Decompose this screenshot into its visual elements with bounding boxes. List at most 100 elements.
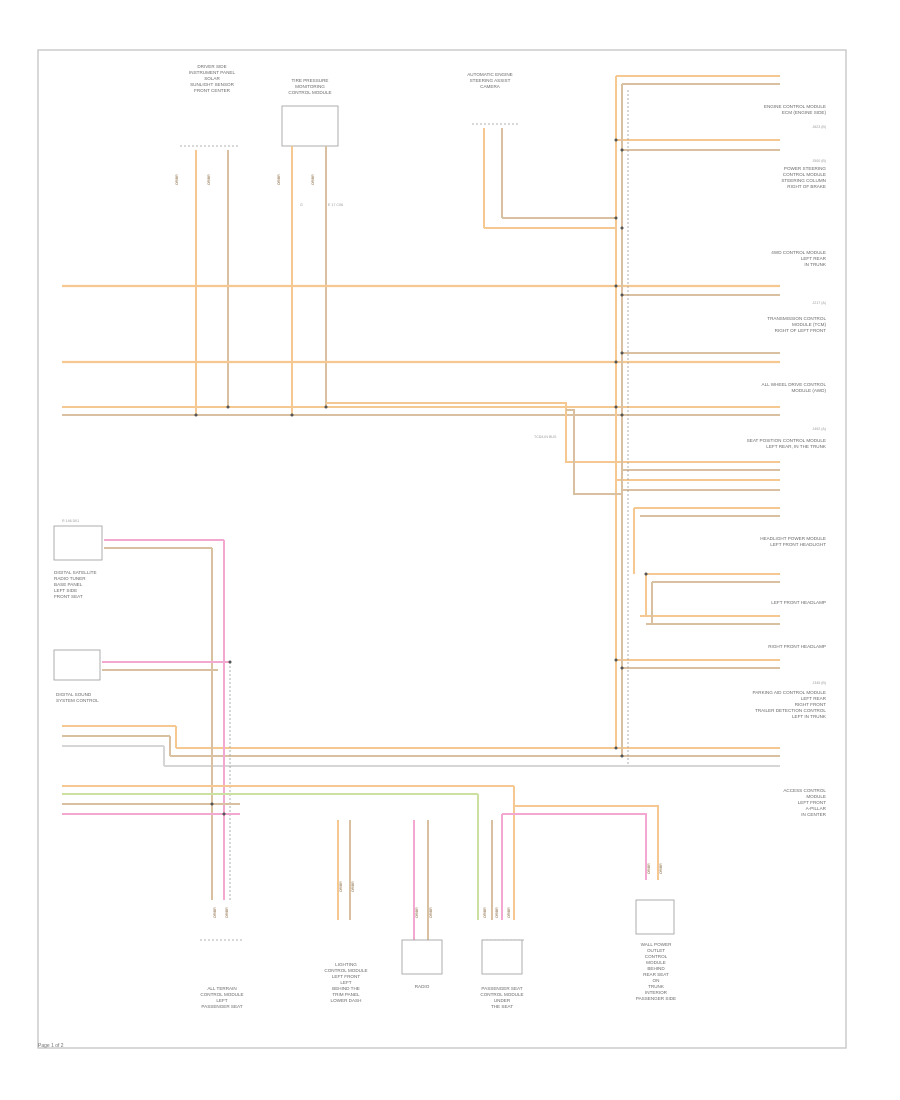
top-vertical-wires: OR/BR OR/BR OR/BR OR/BR G E 17 C06 xyxy=(175,128,616,415)
module-box xyxy=(401,939,443,975)
module-box xyxy=(53,649,101,681)
module-seat-position: SEAT POSITION CONTROL MODULE LEFT REAR, … xyxy=(747,438,827,449)
module-box xyxy=(635,899,675,935)
splice-label: TCD/LIN BUS xyxy=(534,435,557,439)
label-line: INTERIOR xyxy=(645,990,668,995)
module-headlight-power: HEADLIGHT POWER MODULE LEFT FRONT HEADLI… xyxy=(760,536,826,547)
module-box xyxy=(53,525,103,561)
label-line: RIGHT OF LEFT FRONT xyxy=(775,328,827,333)
label-line: FRONT SEAT xyxy=(54,594,83,599)
module-left-headlamp: LEFT FRONT HEADLAMP xyxy=(771,600,826,605)
label-line: LEFT REAR, IN THE TRUNK xyxy=(766,444,827,449)
label-line: TRANSMISSION CONTROL xyxy=(767,316,826,321)
label-line: MODULE (AWD) xyxy=(791,388,826,393)
component-camera: AUTOMATIC ENGINE STEERING ASSIST CAMERA xyxy=(467,72,520,125)
junction-dots xyxy=(194,138,648,758)
wire-code: OR/BR xyxy=(311,174,315,185)
label-line: LEFT FRONT xyxy=(332,974,360,979)
label-line: ACCESS CONTROL xyxy=(783,788,826,793)
label-line: MODULE xyxy=(646,960,666,965)
wire-code: OR/BR xyxy=(213,907,217,918)
label-line: WALL POWER xyxy=(641,942,672,947)
label-line: ALL WHEEL DRIVE CONTROL xyxy=(762,382,827,387)
page-number: Page 1 of 2 xyxy=(38,1043,64,1049)
wire-code: OR/BR xyxy=(225,907,229,918)
diagram-frame xyxy=(37,49,847,1049)
label-line: LOWER DASH xyxy=(331,998,362,1003)
label-line: IN TRUNK xyxy=(804,262,827,267)
module-tag: J217 (A) xyxy=(812,301,826,305)
module-tag: J345 (B) xyxy=(812,681,826,685)
module-tcm: J217 (A) TRANSMISSION CONTROL MODULE (TC… xyxy=(767,301,826,333)
wire-code: OR/BR xyxy=(415,907,419,918)
label-line: RIGHT FRONT HEADLAMP xyxy=(768,644,826,649)
pin-tag: E 17 C06 xyxy=(328,203,343,207)
label-line: INSTRUMENT PANEL xyxy=(189,70,235,75)
module-access-control: ACCESS CONTROL MODULE LEFT FRONT A-PILLA… xyxy=(783,788,826,817)
label-line: A-PILLAR xyxy=(806,806,827,811)
label-line: FRONT CENTER xyxy=(194,88,231,93)
label-line: SYSTEM CONTROL xyxy=(56,698,99,703)
label-line: THE SEAT xyxy=(491,1004,513,1009)
label-line: LEFT xyxy=(216,998,227,1003)
label-line: MODULE xyxy=(806,794,826,799)
module-right-headlamp: RIGHT FRONT HEADLAMP xyxy=(768,644,826,649)
right-trunk xyxy=(615,76,653,766)
splice-route: TCD/LIN BUS xyxy=(326,402,622,495)
label-line: SUNLIGHT SENSOR xyxy=(190,82,235,87)
label-line: BEHIND xyxy=(647,966,665,971)
wire-code: OR/BR xyxy=(483,907,487,918)
label-line: SEAT POSITION CONTROL MODULE xyxy=(747,438,826,443)
bottom-all-terrain: ALL TERRAIN CONTROL MODULE LEFT PASSENGE… xyxy=(200,939,244,1009)
pin-tag: G xyxy=(300,203,303,207)
module-4wd: 4WD CONTROL MODULE LEFT REAR IN TRUNK xyxy=(771,250,827,267)
label-line: DIGITAL SOUND xyxy=(56,692,92,697)
bottom-radio: RADIO xyxy=(401,820,443,989)
label-line: TRUNK xyxy=(648,984,665,989)
bottom-wire-codes: OR/BR OR/BR OR/BR OR/BR OR/BR OR/BR OR/B… xyxy=(213,863,663,918)
right-module-labels: ENGINE CONTROL MODULE ECM (ENGINE SIDE) … xyxy=(747,104,827,817)
label-line: PASSENGER SIDE xyxy=(636,996,676,1001)
wire-code: OR/BR xyxy=(647,863,651,874)
label-line: TIRE PRESSURE xyxy=(291,78,328,83)
label-line: RADIO xyxy=(415,984,430,989)
module-tag: J500 (B) xyxy=(812,159,826,163)
label-line: LEFT REAR xyxy=(801,256,827,261)
label-line: CONTROL MODULE xyxy=(783,172,826,177)
label-line: ALL TERRAIN xyxy=(207,986,236,991)
module-tag: J492 (A) xyxy=(812,427,826,431)
module-power-steering: POWER STEERING CONTROL MODULE STEERING C… xyxy=(781,159,826,189)
bus-lines xyxy=(62,75,780,767)
bottom-passenger-seat: PASSENGER SEAT CONTROL MODULE UNDER THE … xyxy=(480,814,524,1009)
label-line: HEADLIGHT POWER MODULE xyxy=(760,536,826,541)
wire-code: OR/BR xyxy=(351,881,355,892)
bottom-wall-outlet: WALL POWER OUTLET CONTROL MODULE BEHIND … xyxy=(502,805,676,1001)
module-tag: R 146 D01 xyxy=(62,519,79,523)
label-line: CONTROL MODULE xyxy=(288,90,331,95)
label-line: OUTLET xyxy=(647,948,665,953)
wire-code: OR/BR xyxy=(207,174,211,185)
label-line: LEFT FRONT xyxy=(798,800,826,805)
label-line: STEERING COLUMN xyxy=(781,178,826,183)
label-line: CONTROL MODULE xyxy=(200,992,243,997)
component-sensor-left: DRIVER SIDE INSTRUMENT PANEL SOLAR SUNLI… xyxy=(180,64,240,147)
label-line: CONTROL xyxy=(645,954,668,959)
label-line: ON xyxy=(653,978,660,983)
label-line: BASE PANEL xyxy=(54,582,83,587)
label-line: REAR SEAT xyxy=(643,972,669,977)
label-line: LEFT FRONT HEADLIGHT xyxy=(770,542,826,547)
wire-code: OR/BR xyxy=(507,907,511,918)
left-stubs-lower xyxy=(62,725,515,920)
component-tire-pressure: TIRE PRESSURE MONITORING CONTROL MODULE xyxy=(281,78,339,147)
left-module-satellite: R 146 D01 DIGITAL SATELLITE RADIO TUNER … xyxy=(53,519,225,900)
bottom-lighting: LIGHTING CONTROL MODULE LEFT FRONT LEFT … xyxy=(324,820,368,1003)
module-box xyxy=(481,939,523,975)
label-line: CONTROL MODULE xyxy=(480,992,523,997)
module-awd: ALL WHEEL DRIVE CONTROL MODULE (AWD) J49… xyxy=(762,382,827,431)
label-line: MONITORING xyxy=(295,84,325,89)
label-line: PARKING AID CONTROL MODULE xyxy=(752,690,826,695)
label-line: 4WD CONTROL MODULE xyxy=(771,250,826,255)
label-line: LEFT IN TRUNK xyxy=(792,714,827,719)
left-module-sound: DIGITAL SOUND SYSTEM CONTROL xyxy=(53,649,232,900)
